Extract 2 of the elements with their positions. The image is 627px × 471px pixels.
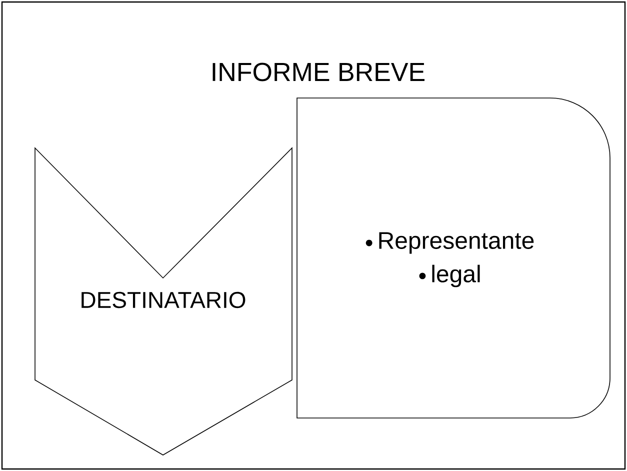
rounded-box: Representante legal	[296, 98, 610, 418]
title: INFORME BREVE	[212, 62, 424, 82]
